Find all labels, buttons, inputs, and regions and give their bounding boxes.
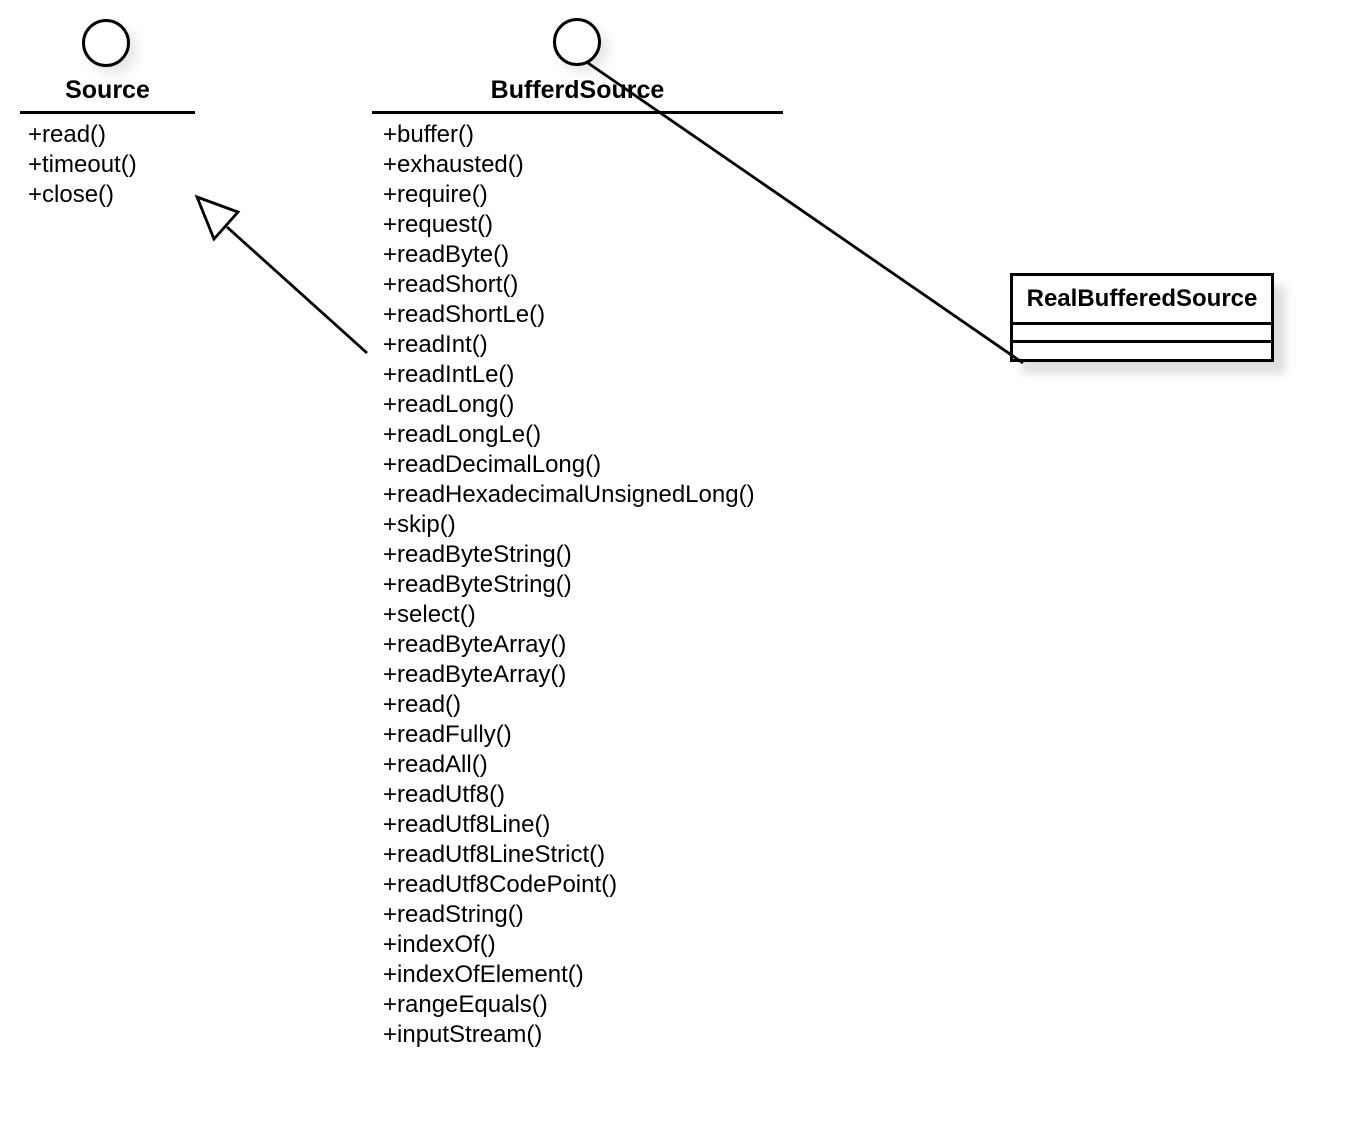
method-item: +readUtf8LineStrict() bbox=[383, 841, 606, 868]
method-item: +readUtf8() bbox=[383, 781, 506, 808]
method-item: +readInt() bbox=[383, 331, 488, 358]
method-item: +buffer() bbox=[383, 121, 474, 148]
method-item: +readByteArray() bbox=[383, 661, 567, 688]
method-item: +readFully() bbox=[383, 721, 512, 748]
method-item: +require() bbox=[383, 181, 488, 208]
class-attributes-compartment bbox=[1013, 322, 1271, 340]
method-item: +readByteString() bbox=[383, 541, 572, 568]
method-item: +indexOfElement() bbox=[383, 961, 584, 988]
method-item: +timeout() bbox=[28, 151, 137, 178]
method-item: +close() bbox=[28, 181, 115, 208]
bufferdsource-interface-name: BufferdSource bbox=[490, 76, 665, 104]
class-methods-compartment bbox=[1013, 340, 1271, 359]
method-item: +readByte() bbox=[383, 241, 510, 268]
source-method-list: +read() +timeout() +close() bbox=[28, 120, 137, 210]
bufferdsource-lollipop-circle bbox=[553, 18, 601, 66]
source-interface-name: Source bbox=[65, 76, 150, 104]
method-item: +readByteArray() bbox=[383, 631, 567, 658]
method-item: +readLongLe() bbox=[383, 421, 542, 448]
method-item: +readShortLe() bbox=[383, 301, 546, 328]
method-item: +readHexadecimalUnsignedLong() bbox=[383, 481, 755, 508]
method-item: +read() bbox=[28, 121, 107, 148]
method-item: +skip() bbox=[383, 511, 456, 538]
method-item: +readLong() bbox=[383, 391, 515, 418]
method-item: +request() bbox=[383, 211, 494, 238]
method-item: +readIntLe() bbox=[383, 361, 515, 388]
bufferdsource-name-underline bbox=[372, 111, 783, 114]
source-lollipop-circle bbox=[82, 19, 130, 67]
method-item: +readString() bbox=[383, 901, 524, 928]
method-item: +readAll() bbox=[383, 751, 488, 778]
source-name-underline bbox=[20, 111, 195, 114]
generalization-arrow-line bbox=[226, 225, 368, 355]
method-item: +readUtf8Line() bbox=[383, 811, 551, 838]
method-item: +select() bbox=[383, 601, 476, 628]
method-item: +exhausted() bbox=[383, 151, 524, 178]
method-item: +indexOf() bbox=[383, 931, 496, 958]
method-item: +read() bbox=[383, 691, 462, 718]
method-item: +readByteString() bbox=[383, 571, 572, 598]
bufferdsource-method-list: +buffer() +exhausted() +require() +request(… bbox=[383, 120, 755, 1050]
method-item: +inputStream() bbox=[383, 1021, 543, 1048]
realbufferedsource-class-box: RealBufferedSource bbox=[1010, 273, 1274, 362]
method-item: +rangeEquals() bbox=[383, 991, 548, 1018]
method-item: +readShort() bbox=[383, 271, 519, 298]
method-item: +readUtf8CodePoint() bbox=[383, 871, 618, 898]
generalization-arrowhead bbox=[194, 194, 241, 242]
method-item: +readDecimalLong() bbox=[383, 451, 602, 478]
class-name-compartment: RealBufferedSource bbox=[1026, 285, 1258, 312]
